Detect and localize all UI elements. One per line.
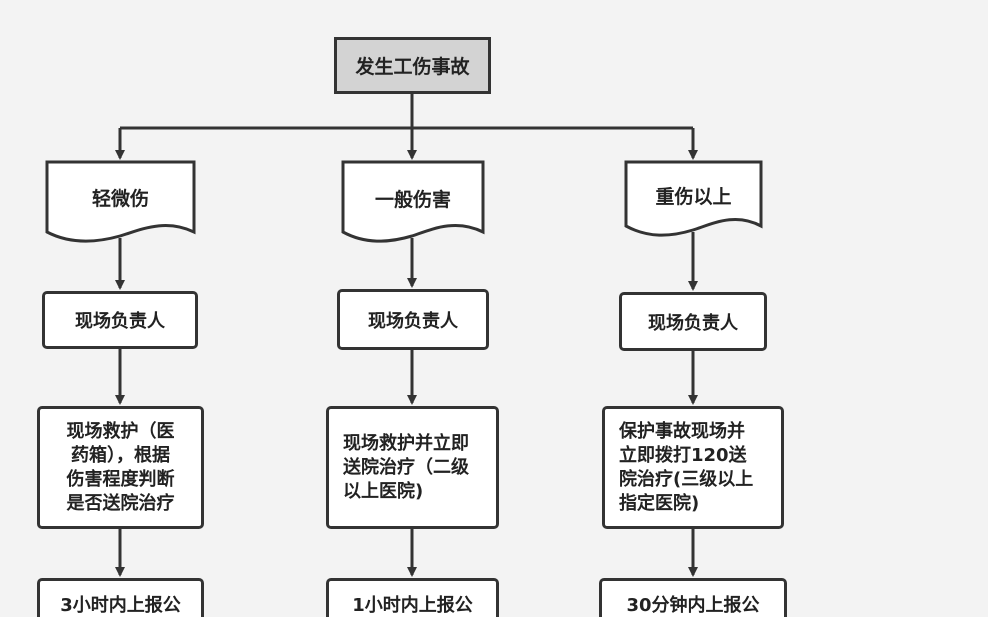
- action-3-line-2: 立即拨打120送: [619, 444, 747, 466]
- action-1-line-4: 是否送院治疗: [66, 492, 175, 514]
- category-label-3: 重伤以上: [655, 185, 732, 208]
- responsible-label-2: 现场负责人: [368, 310, 458, 332]
- category-shape-3: [624, 160, 763, 237]
- responsible-node-3: 现场负责人: [619, 292, 767, 351]
- category-shape-1: [45, 160, 196, 243]
- report-node-3: 30分钟内上报公: [599, 578, 787, 617]
- report-label-1: 3小时内上报公: [60, 595, 181, 616]
- responsible-label-3: 现场负责人: [648, 312, 738, 334]
- action-2-line-2: 送院治疗（二级: [343, 456, 469, 478]
- responsible-node-2: 现场负责人: [337, 289, 489, 350]
- category-label-2: 一般伤害: [374, 188, 451, 211]
- report-label-2: 1小时内上报公: [352, 595, 473, 616]
- action-2-line-1: 现场救护并立即: [343, 432, 469, 454]
- report-label-3: 30分钟内上报公: [626, 595, 760, 616]
- category-shape-2: [341, 160, 485, 243]
- action-node-1: 现场救护（医 药箱），根据 伤害程度判断 是否送院治疗: [37, 406, 204, 529]
- action-1-line-2: 药箱），根据: [71, 444, 170, 466]
- report-node-1: 3小时内上报公: [37, 578, 204, 617]
- responsible-label-1: 现场负责人: [75, 311, 165, 332]
- start-node: 发生工伤事故: [334, 37, 491, 94]
- action-1-line-1: 现场救护（医: [66, 420, 175, 442]
- action-node-3: 保护事故现场并 立即拨打120送 院治疗(三级以上 指定医院): [602, 406, 784, 529]
- start-label: 发生工伤事故: [355, 56, 470, 78]
- action-node-2: 现场救护并立即 送院治疗（二级 以上医院): [326, 406, 499, 529]
- action-3-line-3: 院治疗(三级以上: [619, 468, 754, 490]
- category-label-1: 轻微伤: [91, 187, 149, 210]
- action-3-line-4: 指定医院): [619, 492, 700, 514]
- report-node-2: 1小时内上报公: [326, 578, 499, 617]
- action-2-line-3: 以上医院): [343, 480, 424, 502]
- action-3-line-1: 保护事故现场并: [619, 420, 745, 442]
- action-1-line-3: 伤害程度判断: [66, 468, 175, 490]
- responsible-node-1: 现场负责人: [42, 291, 198, 349]
